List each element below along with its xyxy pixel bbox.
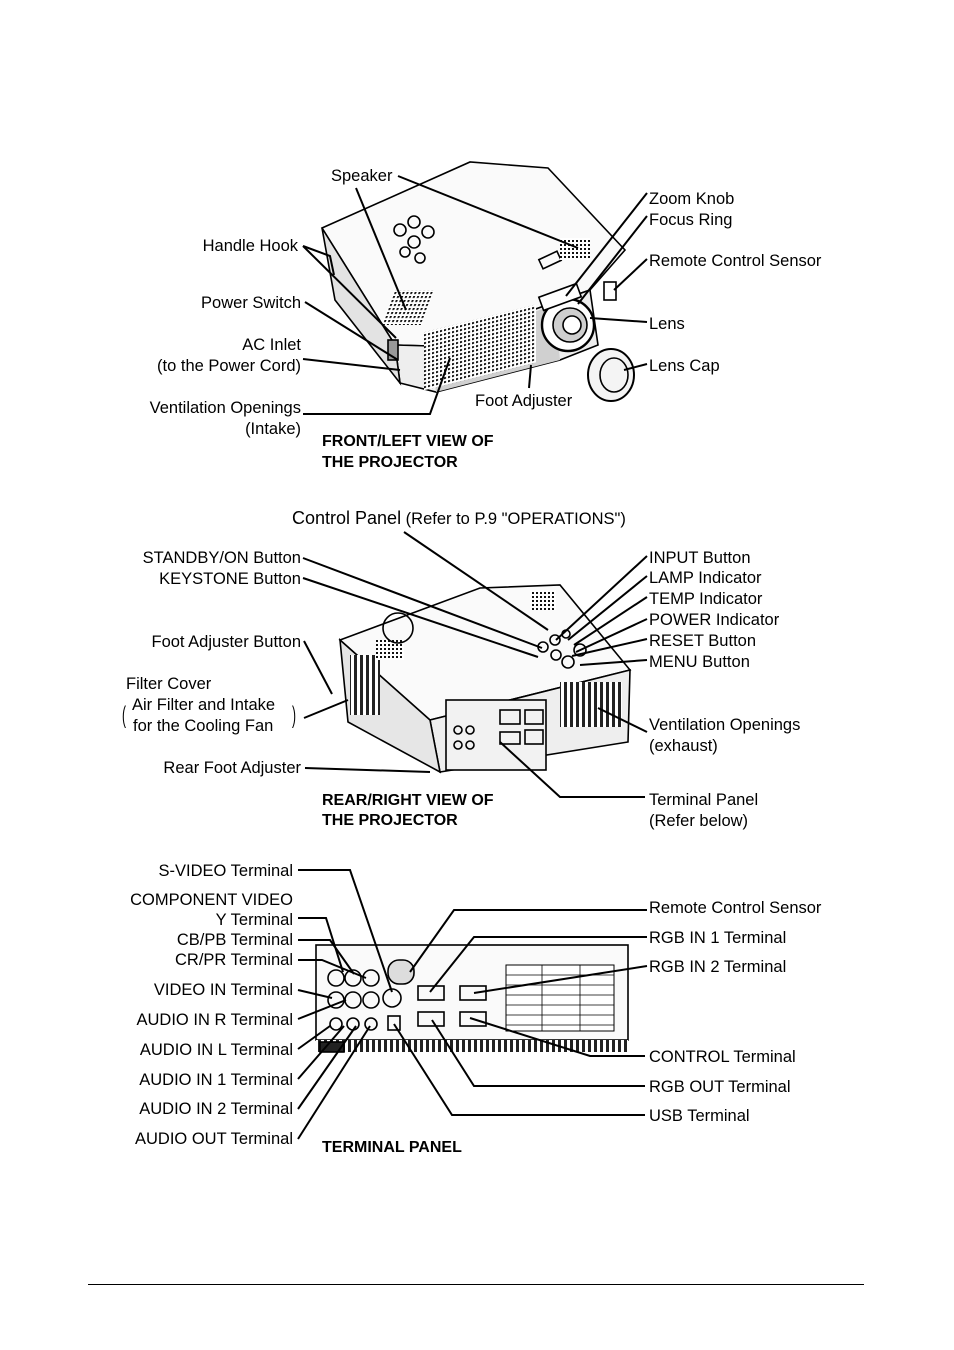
front-view-title-line2: THE PROJECTOR [322,454,458,471]
control-terminal-label: CONTROL Terminal [649,1048,796,1066]
terminal-leader-lines [297,869,648,1140]
control-panel-label: Control Panel (Refer to P.9 "OPERATIONS"… [292,508,626,529]
cb-pb-terminal-label: CB/PB Terminal [176,931,293,949]
audio-out-terminal-label: AUDIO OUT Terminal [134,1130,293,1148]
front-view-title-line1: FRONT/LEFT VIEW OF [322,433,494,450]
lens-label: Lens [649,315,685,333]
foot-adjuster-button-label: Foot Adjuster Button [151,633,301,651]
rgb-in-2-terminal-label: RGB IN 2 Terminal [649,958,787,976]
audio-in-1-terminal-label: AUDIO IN 1 Terminal [139,1071,293,1089]
terminal-panel-label: Terminal Panel [649,791,759,809]
rear-view-title-line2: THE PROJECTOR [322,812,458,829]
reset-button-label: RESET Button [649,632,757,650]
rear-vent-label: Ventilation Openings [649,716,801,734]
foot-adjuster-label: Foot Adjuster [475,392,573,410]
air-filter-note: for the Cooling Fan [133,717,274,735]
y-terminal-label: Y Terminal [215,911,293,929]
ac-inlet-label: AC Inlet [242,336,301,354]
handle-hook-label: Handle Hook [202,237,298,255]
footer-rule [88,1284,864,1285]
svideo-terminal-label: S-VIDEO Terminal [158,862,293,880]
air-filter-bracket-right: ) [292,702,296,729]
front-vent-note: (Intake) [245,420,301,438]
audio-in-l-terminal-label: AUDIO IN L Terminal [139,1041,293,1059]
front-projector-drawing [320,161,635,402]
standby-button-label: STANDBY/ON Button [142,549,301,567]
terminal-panel-drawing [315,944,629,1053]
front-leader-lines [302,175,648,415]
front-vent-label: Ventilation Openings [149,399,301,417]
air-filter-bracket-left: ( [122,702,126,729]
lens-cap-label: Lens Cap [649,357,720,375]
focus-ring-label: Focus Ring [649,211,733,229]
cr-pr-terminal-label: CR/PR Terminal [175,951,293,969]
audio-in-r-terminal-label: AUDIO IN R Terminal [136,1011,293,1029]
filter-cover-label: Filter Cover [126,675,212,693]
control-panel-ref: (Refer to P.9 "OPERATIONS") [405,510,626,528]
rear-view-title-line1: REAR/RIGHT VIEW OF [322,792,494,809]
temp-indicator-label: TEMP Indicator [649,590,763,608]
component-video-label: COMPONENT VIDEO [130,891,293,909]
zoom-knob-label: Zoom Knob [649,190,735,208]
terminal-remote-sensor-label: Remote Control Sensor [649,899,822,917]
video-in-terminal-label: VIDEO IN Terminal [153,981,293,999]
audio-in-2-terminal-label: AUDIO IN 2 Terminal [139,1100,293,1118]
terminal-panel-note: (Refer below) [649,812,749,830]
power-indicator-label: POWER Indicator [649,611,780,629]
ac-inlet-note: (to the Power Cord) [157,357,301,375]
input-button-label: INPUT Button [649,549,751,567]
rear-leader-lines [302,531,648,798]
terminal-panel-title: TERMINAL PANEL [322,1139,462,1156]
rear-projector-drawing [338,584,632,774]
air-filter-label: Air Filter and Intake [132,696,276,714]
control-panel-main: Control Panel [292,508,402,528]
speaker-label: Speaker [331,167,393,185]
keystone-button-label: KEYSTONE Button [159,570,301,588]
rgb-out-terminal-label: RGB OUT Terminal [649,1078,791,1096]
front-remote-sensor-label: Remote Control Sensor [649,252,822,270]
rear-vent-note: (exhaust) [649,737,718,755]
usb-terminal-label: USB Terminal [649,1107,750,1125]
rgb-in-1-terminal-label: RGB IN 1 Terminal [649,929,787,947]
menu-button-label: MENU Button [649,653,750,671]
lamp-indicator-label: LAMP Indicator [649,569,762,587]
rear-foot-adjuster-label: Rear Foot Adjuster [163,759,301,777]
power-switch-label: Power Switch [201,294,301,312]
